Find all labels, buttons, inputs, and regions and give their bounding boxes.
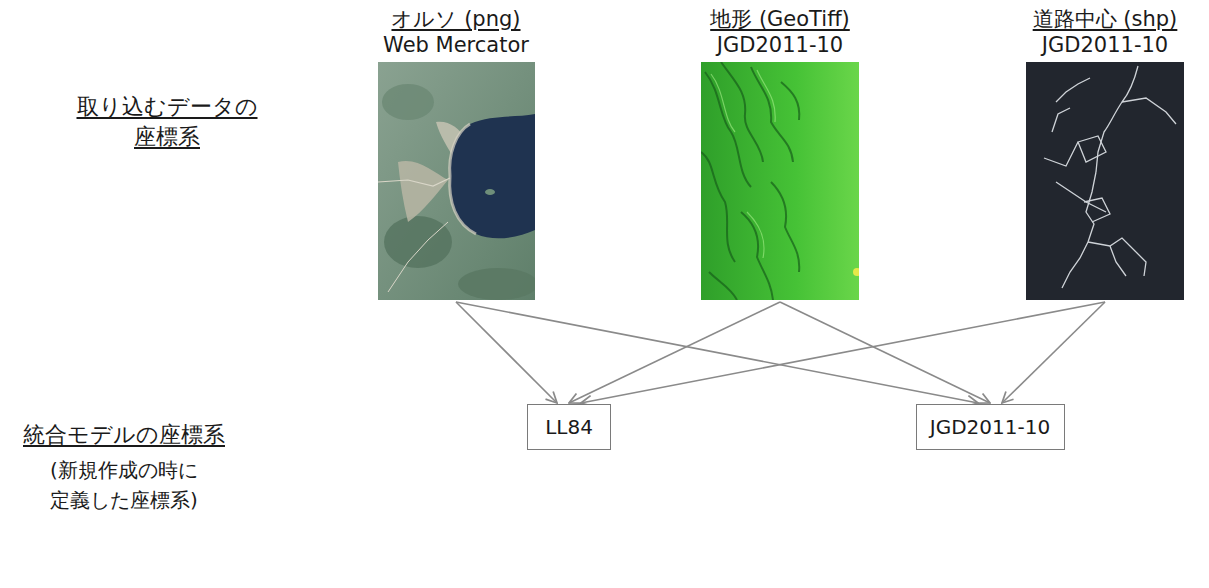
road-line xyxy=(1136,252,1146,276)
node-title: LL84 xyxy=(545,415,593,439)
road-background xyxy=(1026,62,1184,300)
road-line xyxy=(1044,142,1078,166)
connector-arrow xyxy=(1002,302,1105,403)
shoreline xyxy=(450,124,476,234)
ridge-line xyxy=(709,272,737,300)
island xyxy=(485,189,495,195)
ridge-line xyxy=(747,212,764,258)
connector-arrow xyxy=(780,302,990,403)
section-label: (新規作成の時に 定義した座標系) xyxy=(50,455,198,515)
connector-group xyxy=(456,302,1105,403)
road-line xyxy=(1122,98,1176,124)
ortho-image xyxy=(378,62,535,300)
connector-arrow xyxy=(569,302,780,403)
node-title: JGD2011-10 xyxy=(930,415,1050,439)
node-subtitle: JGD2011-10 xyxy=(1042,32,1168,58)
node-title: オルソ (png) xyxy=(391,6,520,32)
node-title: 道路中心 (shp) xyxy=(1033,6,1178,32)
road-line xyxy=(1052,108,1070,132)
terrain-surface xyxy=(701,62,859,300)
ridge-highlight xyxy=(711,70,775,258)
coordinate-system-box: LL84 xyxy=(527,404,611,450)
marker-dot xyxy=(853,268,859,276)
terrain-image xyxy=(701,62,859,300)
road-trace xyxy=(388,222,448,292)
forest-area xyxy=(378,62,535,300)
connector-arrow xyxy=(456,302,978,403)
road-line xyxy=(1110,246,1126,276)
node-subtitle: JGD2011-10 xyxy=(717,32,843,58)
ridge-line xyxy=(757,70,775,122)
road-line xyxy=(1084,198,1110,222)
road-line xyxy=(1062,242,1088,288)
data-source: 地形 (GeoTiff)JGD2011-10 xyxy=(680,6,880,300)
road-line xyxy=(1056,182,1106,212)
section-label: 統合モデルの座標系 xyxy=(23,420,225,450)
road-line xyxy=(1056,78,1090,102)
forest-patch xyxy=(384,216,452,268)
ridge-line xyxy=(771,182,799,272)
ridge-line xyxy=(711,74,735,132)
road-image xyxy=(1026,62,1184,300)
ridge-line xyxy=(701,152,735,262)
road-network xyxy=(1044,66,1176,288)
forest-patch xyxy=(458,268,535,300)
ridge-line xyxy=(751,67,793,162)
connector-arrow xyxy=(581,302,1105,403)
data-source: オルソ (png)Web Mercator xyxy=(356,6,556,300)
road-line xyxy=(1078,136,1106,162)
connector-arrow xyxy=(456,302,557,403)
road-trace xyxy=(378,178,450,186)
lake xyxy=(450,114,535,238)
road-line xyxy=(1086,172,1096,242)
coordinate-system-box: JGD2011-10 xyxy=(916,404,1065,450)
ridge-line xyxy=(781,82,799,120)
ridge-line xyxy=(741,212,773,300)
node-title: 地形 (GeoTiff) xyxy=(710,6,850,32)
node-subtitle: Web Mercator xyxy=(383,32,529,58)
data-source: 道路中心 (shp)JGD2011-10 xyxy=(1015,6,1195,300)
section-label: 取り込むデータの 座標系 xyxy=(77,92,258,152)
road-line xyxy=(1096,66,1138,172)
urban-area xyxy=(398,161,448,222)
ridge-shading xyxy=(701,62,799,300)
forest-patch xyxy=(382,84,434,120)
